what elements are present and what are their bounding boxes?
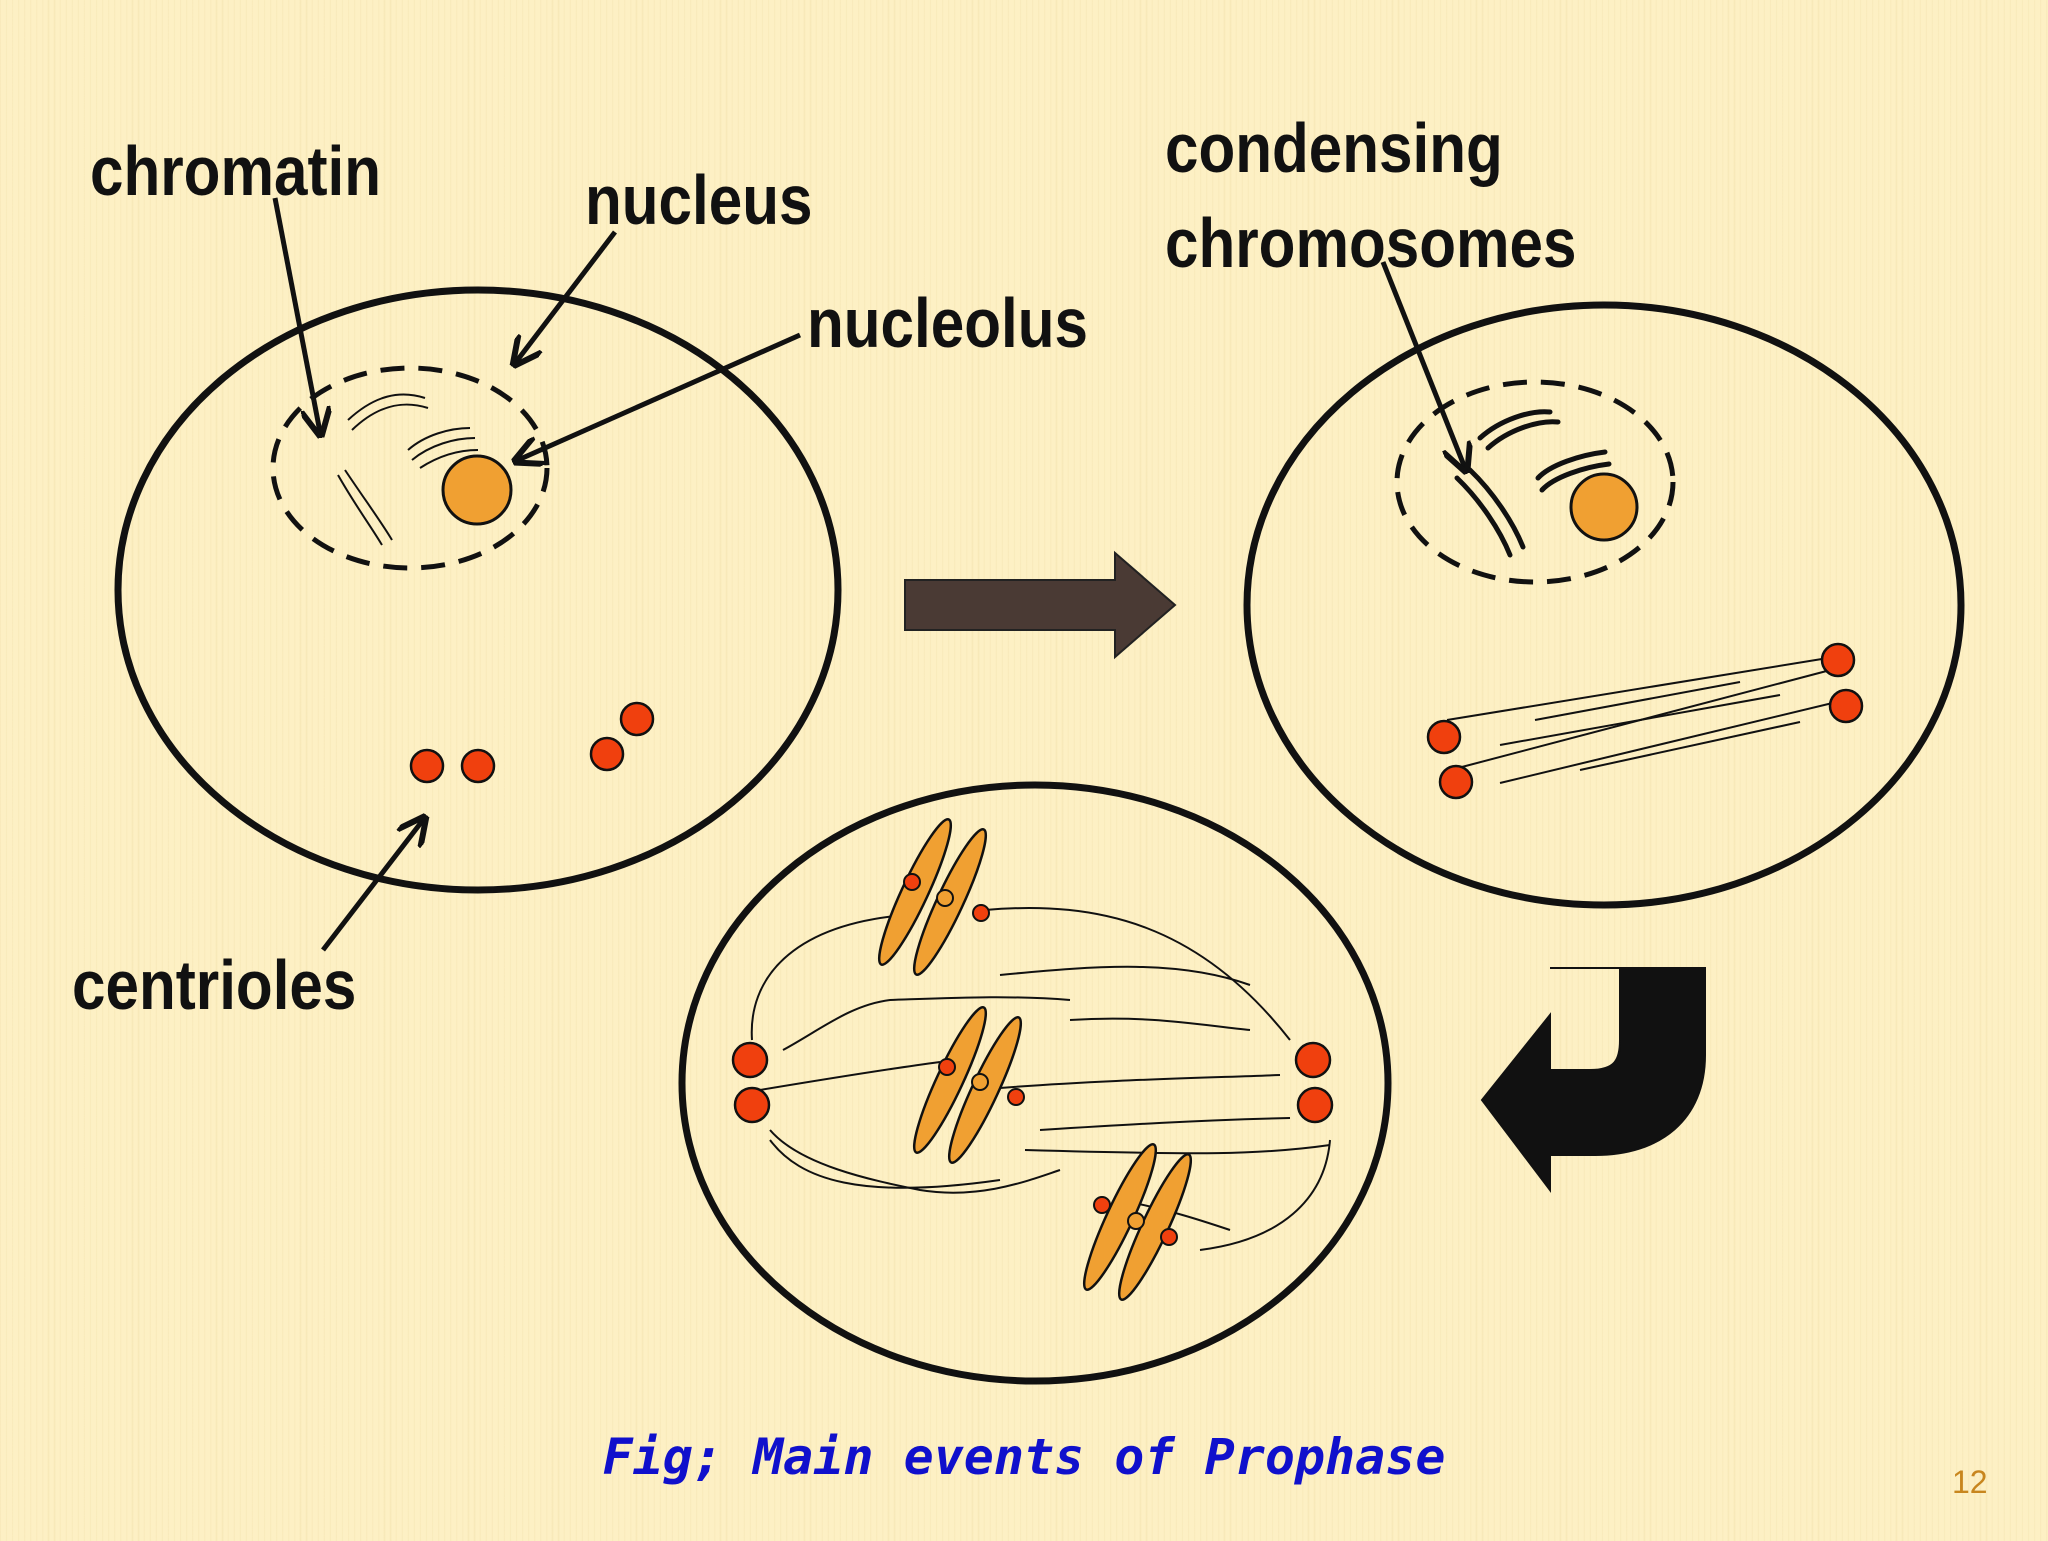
label-nucleus: nucleus [585, 161, 813, 239]
process-arrow-curved [1480, 967, 1706, 1193]
centriole [731, 1041, 769, 1079]
cell-3 [678, 781, 1392, 1385]
cell-2-spindle-fibers [1446, 657, 1846, 784]
centriole [619, 701, 655, 737]
centriole [1828, 688, 1864, 724]
cell-1-chromatin-threads [337, 393, 479, 546]
cell-3-chromosome-3 [1082, 1143, 1193, 1301]
cell-1 [114, 286, 842, 894]
cell-3-membrane [678, 781, 1392, 1385]
nucleolus-arrow [518, 332, 802, 460]
label-centrioles: centrioles [72, 946, 357, 1024]
cell-1-centrioles [409, 701, 655, 784]
chromatin-arrow [272, 197, 320, 432]
cell-1-membrane [114, 286, 842, 894]
centriole [589, 736, 625, 772]
centriole [460, 748, 496, 784]
cell-3-chromosome-2 [912, 1006, 1025, 1164]
centriole [1820, 642, 1856, 678]
process-arrow-right [904, 550, 1177, 660]
label-chromatin: chromatin [90, 132, 382, 210]
figure-caption: Fig; Main events of Prophase [602, 1428, 1446, 1486]
nucleus-arrow [516, 230, 617, 362]
centriole [409, 748, 445, 784]
centrioles-arrow [321, 820, 423, 952]
cell-3-centrioles [731, 1041, 1334, 1124]
cell-2-nucleolus [1569, 472, 1639, 542]
cell-2-membrane [1243, 301, 1965, 909]
cell-3-spindle-fibers [750, 907, 1331, 1251]
centriole [1438, 764, 1474, 800]
cell-1-nucleolus [441, 454, 513, 526]
condensing-chromosomes-arrow [1380, 261, 1465, 468]
cell-1-nucleus-envelope [270, 365, 550, 571]
centriole [1426, 719, 1462, 755]
cell-2-nucleus-envelope [1394, 379, 1676, 585]
label-condensing-line1: condensing [1165, 109, 1503, 187]
page-number: 12 [1952, 1464, 1988, 1500]
centriole [1294, 1041, 1332, 1079]
cell-2 [1243, 301, 1965, 909]
cell-3-chromosome-1 [877, 818, 990, 976]
cell-2-condensing-chromosomes [1454, 409, 1612, 558]
centriole [1296, 1086, 1334, 1124]
label-arrows [272, 197, 1465, 952]
label-nucleolus: nucleolus [807, 284, 1088, 362]
centriole [733, 1086, 771, 1124]
cell-2-centrioles [1426, 642, 1864, 800]
label-condensing-line2: chromosomes [1165, 204, 1577, 282]
